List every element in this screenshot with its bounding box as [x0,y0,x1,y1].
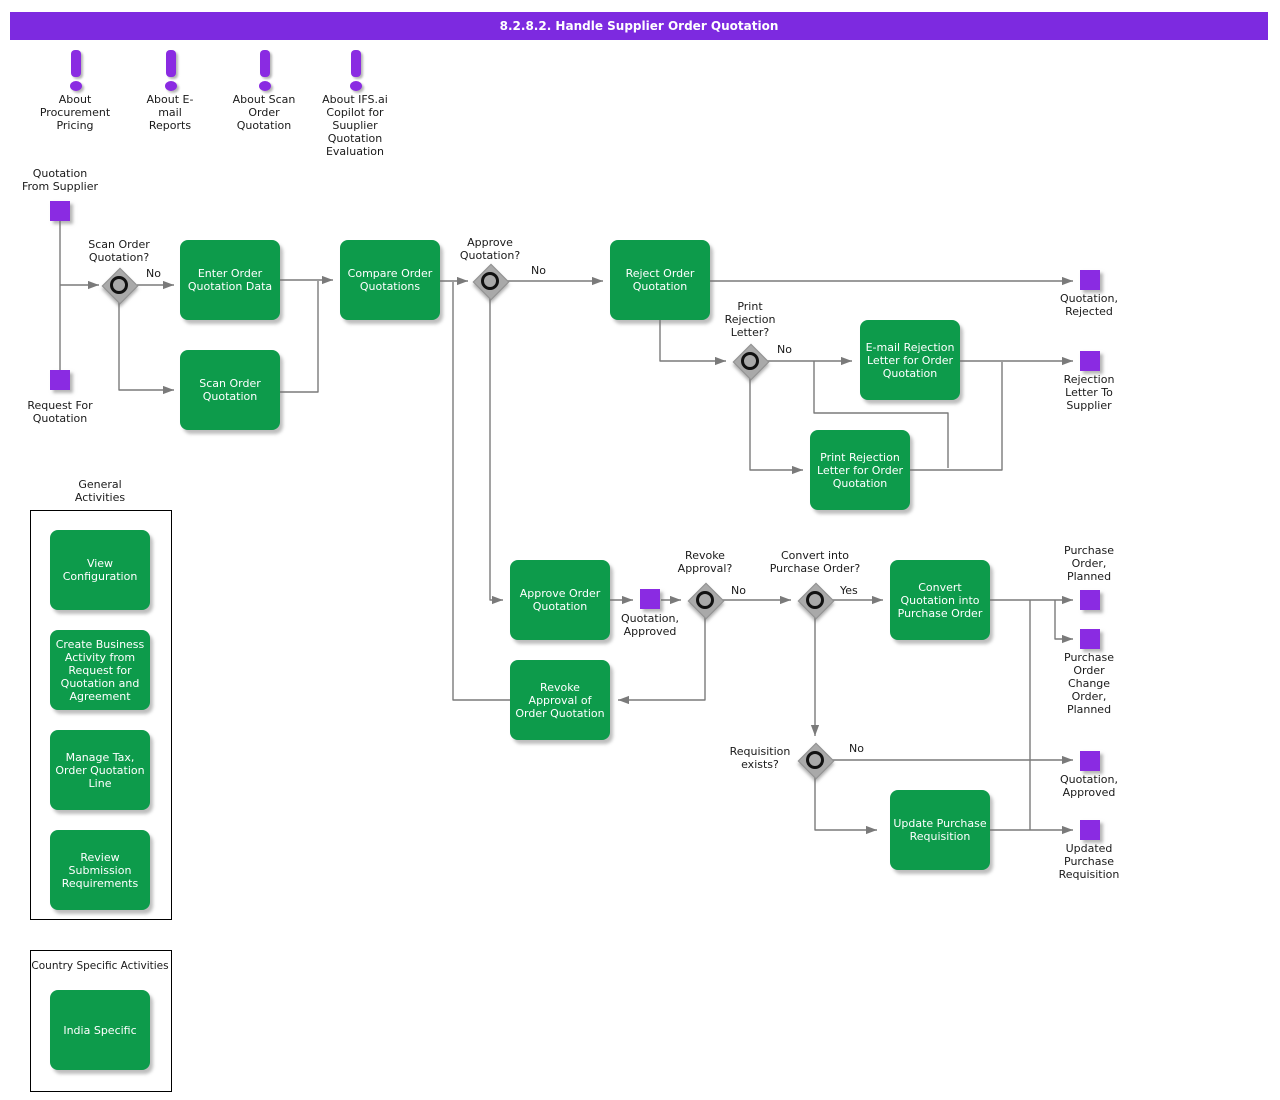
gateway-revoke-approval [687,582,725,620]
exclamation-bar [260,50,270,77]
gateway-circle-icon [806,751,824,769]
task-email-rejection-letter[interactable]: E-mail Rejection Letter for Order Quotat… [860,320,960,400]
task-view-configuration[interactable]: View Configuration [50,530,150,610]
task-india-specific[interactable]: India Specific [50,990,150,1070]
gateway-print-rejection-letter [732,343,770,381]
exclamation-bar [351,50,361,77]
task-create-business-activity[interactable]: Create Business Activity from Request fo… [50,630,150,710]
event-label: Request For Quotation [27,399,93,425]
gateway-label: Revoke Approval? [677,549,733,575]
event-quotation-approved-end[interactable] [1080,751,1100,771]
gateway-scan-order-quotation [101,267,139,305]
note-about-ifs-ai-copilot[interactable]: About IFS.ai Copilot for Suuplier Quotat… [322,93,388,158]
task-revoke-approval-of-order-quotation[interactable]: Revoke Approval of Order Quotation [510,660,610,740]
note-about-procurement-pricing[interactable]: About Procurement Pricing [39,93,111,132]
exclamation-icon[interactable] [349,50,363,92]
gateway-circle-icon [110,276,128,294]
edge-label-no: No [146,267,161,280]
event-purchase-order-planned[interactable] [1080,590,1100,610]
note-about-email-reports[interactable]: About E- mail Reports [146,93,194,132]
gateway-label: Convert into Purchase Order? [769,549,861,575]
event-label: Quotation From Supplier [21,167,99,193]
event-quotation-from-supplier[interactable] [50,201,70,221]
gateway-circle-icon [741,352,759,370]
exclamation-icon[interactable] [258,50,272,92]
event-quotation-approved-mid[interactable] [640,589,660,609]
edge-label-no: No [849,742,864,755]
gateway-circle-icon [696,591,714,609]
task-reject-order-quotation[interactable]: Reject Order Quotation [610,240,710,320]
page-title: 8.2.8.2. Handle Supplier Order Quotation [499,19,779,33]
group-title-country-specific-activities: Country Specific Activities [31,960,169,972]
title-bar: 8.2.8.2. Handle Supplier Order Quotation [10,12,1268,40]
task-print-rejection-letter[interactable]: Print Rejection Letter for Order Quotati… [810,430,910,510]
edge-label-yes: Yes [840,584,858,597]
task-convert-quotation-into-purchase-order[interactable]: Convert Quotation into Purchase Order [890,560,990,640]
event-label: Purchase Order, Planned [1064,544,1114,583]
task-update-purchase-requisition[interactable]: Update Purchase Requisition [890,790,990,870]
task-review-submission-requirements[interactable]: Review Submission Requirements [50,830,150,910]
event-purchase-order-change-order-planned[interactable] [1080,629,1100,649]
gateway-approve-quotation [472,263,510,301]
gateway-label: Requisition exists? [729,745,791,771]
gateway-circle-icon [481,272,499,290]
event-quotation-rejected[interactable] [1080,270,1100,290]
event-request-for-quotation[interactable] [50,370,70,390]
exclamation-dot [70,81,82,91]
event-label: Quotation, Approved [621,612,679,638]
exclamation-dot [350,81,362,91]
task-scan-order-quotation[interactable]: Scan Order Quotation [180,350,280,430]
exclamation-icon[interactable] [69,50,83,92]
exclamation-bar [71,50,81,77]
note-about-scan-order-quotation[interactable]: About Scan Order Quotation [232,93,296,132]
event-rejection-letter-to-supplier[interactable] [1080,351,1100,371]
gateway-label: Approve Quotation? [459,236,521,262]
gateway-requisition-exists [797,742,835,780]
event-label: Updated Purchase Requisition [1058,842,1120,881]
exclamation-dot [259,81,271,91]
task-enter-order-quotation-data[interactable]: Enter Order Quotation Data [180,240,280,320]
gateway-label: Print Rejection Letter? [724,300,776,339]
task-manage-tax-order-quotation-line[interactable]: Manage Tax, Order Quotation Line [50,730,150,810]
group-title-general-activities: General Activities [74,478,126,504]
exclamation-icon[interactable] [164,50,178,92]
task-approve-order-quotation[interactable]: Approve Order Quotation [510,560,610,640]
event-label: Rejection Letter To Supplier [1063,373,1115,412]
edge-label-no: No [531,264,546,277]
event-label: Purchase Order Change Order, Planned [1064,651,1114,716]
exclamation-dot [165,81,177,91]
gateway-convert-into-purchase-order [797,582,835,620]
event-label: Quotation, Rejected [1060,292,1118,318]
event-label: Quotation, Approved [1060,773,1118,799]
task-compare-order-quotations[interactable]: Compare Order Quotations [340,240,440,320]
event-updated-purchase-requisition[interactable] [1080,820,1100,840]
exclamation-bar [166,50,176,77]
gateway-circle-icon [806,591,824,609]
edge-label-no: No [731,584,746,597]
edge-label-no: No [777,343,792,356]
gateway-label: Scan Order Quotation? [88,238,150,264]
